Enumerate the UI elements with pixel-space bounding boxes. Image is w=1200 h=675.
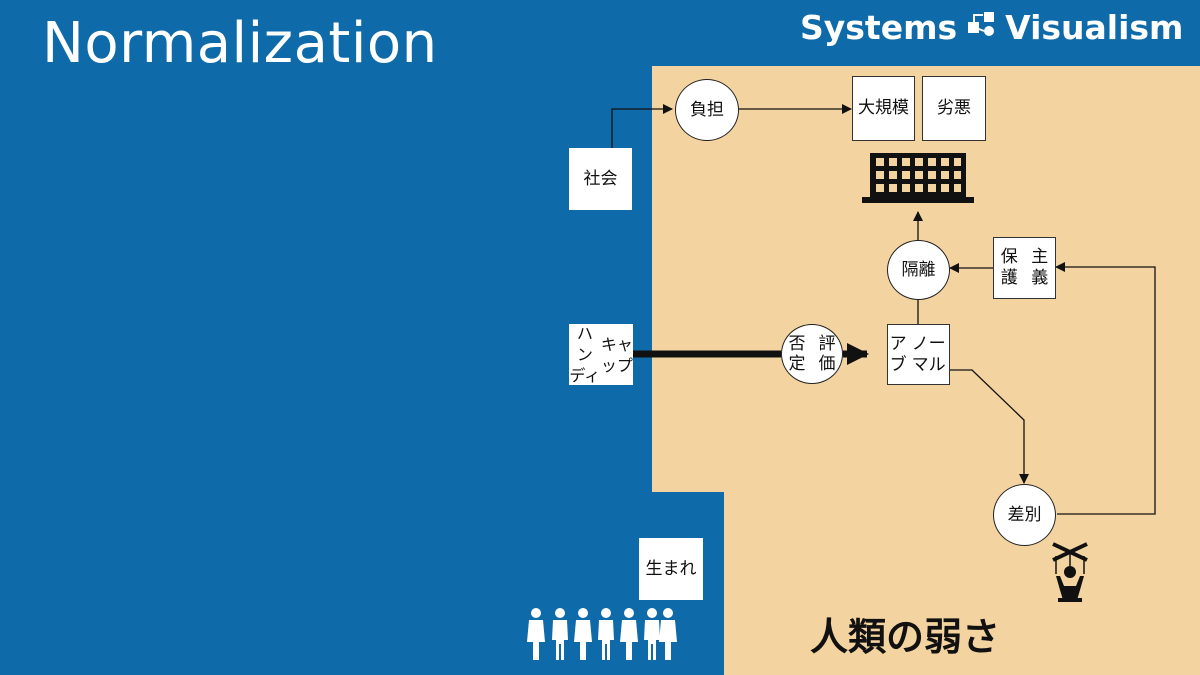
node-abnormal-line1: アブ: [889, 333, 907, 375]
node-hogo-line2: 主義: [1031, 247, 1049, 288]
institution-building-icon: [862, 153, 974, 203]
slide-title: Normalization: [42, 11, 438, 76]
node-daikibo-line2: 規模: [875, 98, 909, 118]
node-futan: 負担: [675, 79, 739, 141]
connectors: [611, 104, 1156, 515]
edge-sabetsu-hogo: [1055, 262, 1156, 515]
node-sabetsu: 差別: [993, 484, 1056, 546]
node-hitei-line2: 評価: [818, 334, 836, 374]
systems-visualism-logo-icon: [967, 6, 997, 50]
edge-abnormal-sabetsu: [950, 369, 1029, 484]
people-group-icon: [527, 608, 677, 660]
puppet-marionette-icon: [1052, 542, 1088, 602]
node-retsuaku: 劣悪: [922, 76, 986, 141]
node-hitei-line1: 否定: [788, 334, 806, 374]
edge-shakai-futan: [611, 104, 673, 148]
brand-word-systems: Systems: [800, 8, 958, 47]
node-kakuri: 隔離: [887, 240, 950, 300]
footer-label-jinrui-no-yowasa: 人類の弱さ: [810, 615, 1001, 659]
brand-word-visualism: Visualism: [1005, 8, 1184, 47]
node-handicap-line2: キャップ: [600, 334, 633, 375]
node-daikibo: 大 規模: [852, 76, 915, 141]
node-shakai: 社会: [569, 148, 632, 210]
node-handicap-line1: ハンディ: [569, 324, 601, 385]
node-hogo-shugi: 保護 主義: [993, 237, 1056, 299]
node-umare: 生まれ: [639, 538, 703, 600]
node-handicap: ハンディ キャップ: [569, 324, 633, 385]
node-abnormal-line2: ノーマル: [911, 333, 946, 375]
node-daikibo-line1: 大: [858, 98, 875, 118]
node-abnormal: アブ ノーマル: [887, 324, 950, 385]
brand-wordmark: Systems Visualism: [800, 6, 1183, 50]
node-hitei-hyouka: 否定 評価: [781, 324, 843, 384]
node-hogo-line1: 保護: [1000, 247, 1018, 288]
